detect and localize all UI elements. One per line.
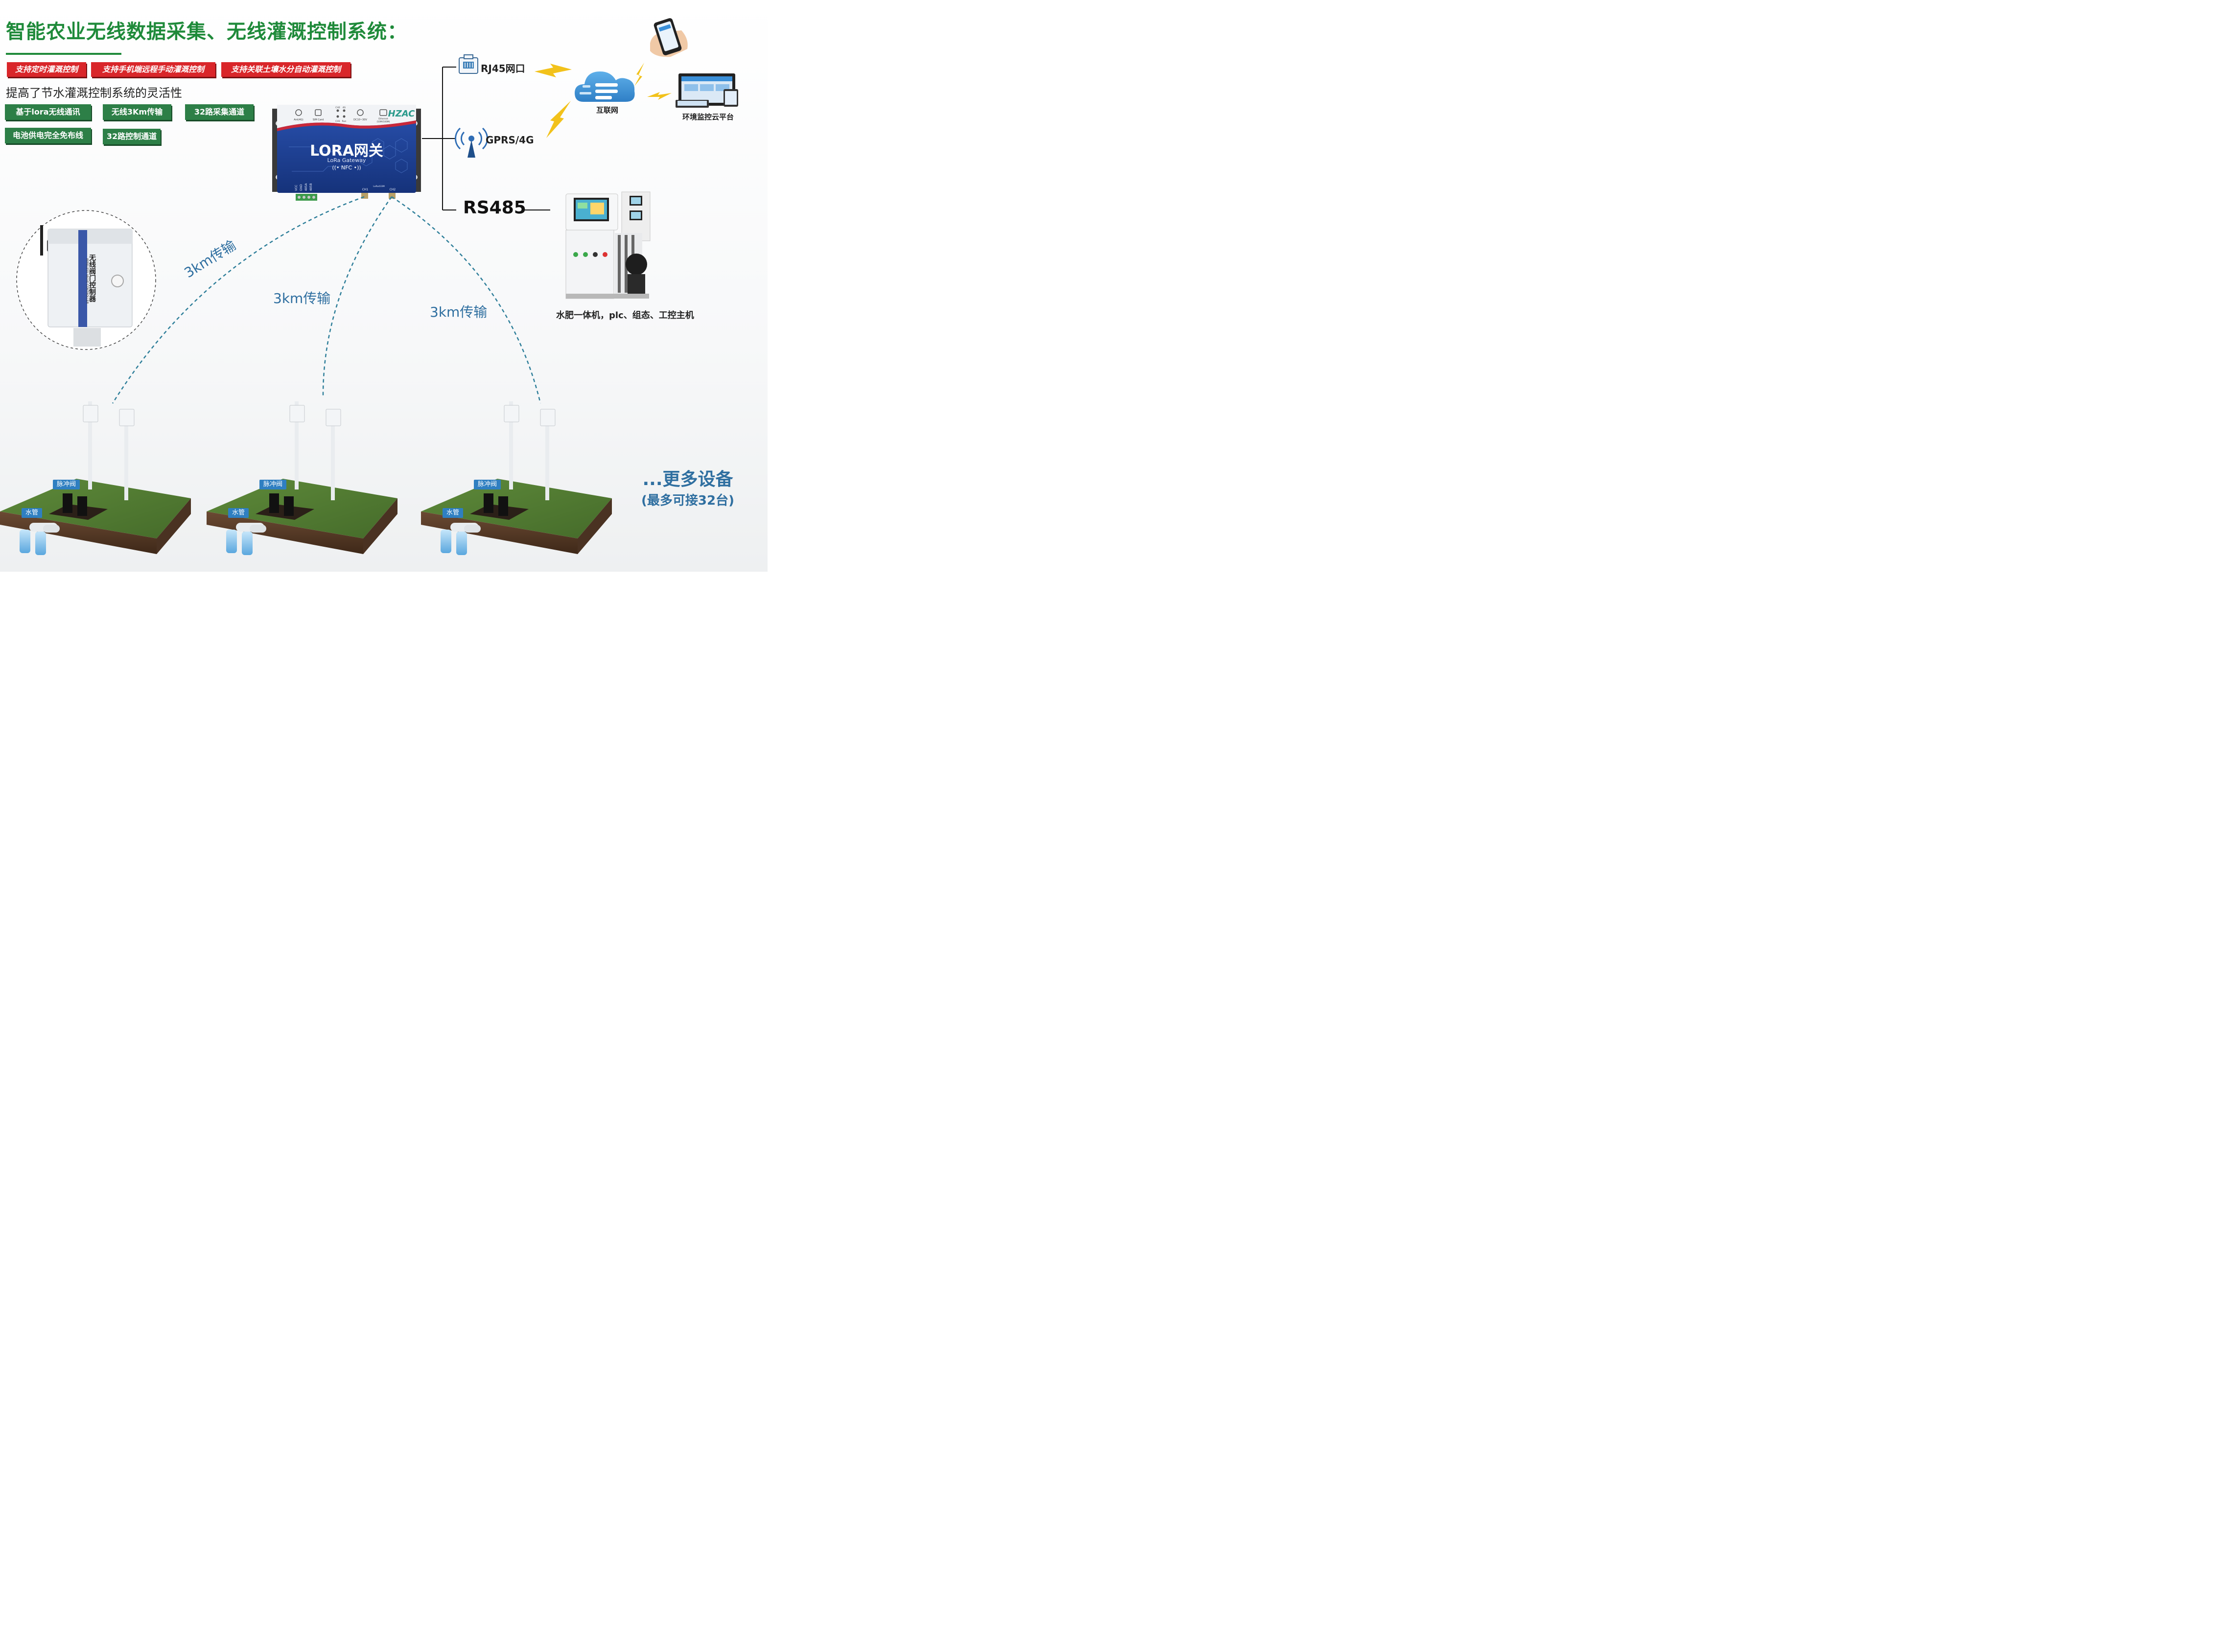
spec-tag-32-control: 32路控制通道 [103, 129, 161, 144]
wireless-links [112, 196, 541, 404]
pipe-tag: 水管 [228, 508, 249, 518]
gateway-subname: LoRa Gateway [327, 157, 366, 163]
lightning-icon [647, 92, 672, 100]
interface-bracket [422, 67, 550, 210]
gprs-label: GPRS/4G [486, 134, 534, 146]
field-block [421, 401, 612, 555]
port-label-lora433: LoRa433M [373, 185, 385, 188]
cloud-icon [575, 71, 635, 102]
feature-tag-timed: 支持定时灌溉控制 [7, 62, 86, 77]
gateway-nfc: ((• NFC •)) [332, 164, 361, 171]
port-label-4g: 4G [343, 106, 346, 109]
field-block [0, 401, 191, 555]
port-label-ethernet-speed: (10M/100M) [376, 120, 390, 123]
lora-link-left [112, 196, 365, 404]
fertigation-machine [565, 191, 651, 299]
port-label-ch2: CH2 [335, 106, 340, 109]
port-label-gnd: GND [300, 184, 303, 191]
antenna-icon [455, 127, 488, 158]
subtitle: 提高了节水灌溉控制系统的灵活性 [6, 86, 182, 100]
port-label-ethernet: Ethernet [378, 117, 388, 120]
valve-controller-detail: 无线阀门控制器 WIRELESS VALVE CONTROLLER [16, 210, 156, 350]
internet-label: 互联网 [596, 106, 619, 115]
lora-link-right [391, 196, 541, 404]
page-title: 智能农业无线数据采集、无线灌溉控制系统： [6, 21, 407, 43]
valve-controller-en-label: WIRELESS VALVE CONTROLLER [86, 258, 89, 303]
lightning-icon [546, 101, 571, 138]
lora-gateway-device: Ant(4G) SIM Card CH2 4G CH1 Run DC10~30V… [272, 105, 421, 201]
more-devices-note: (最多可接32台) [641, 493, 734, 508]
port-label-lora-ch2: CH2 [390, 188, 396, 191]
spec-tag-3km: 无线3Km传输 [103, 104, 171, 120]
more-devices-title: ...更多设备 [642, 469, 733, 489]
lightning-icon [634, 63, 644, 86]
pipe-tag: 水管 [443, 508, 464, 518]
port-label-lora-ch1: CH1 [362, 188, 369, 191]
rs485-label: RS485 [463, 198, 526, 218]
port-label-485b: 485B [309, 183, 313, 191]
link-distance-middle: 3km传输 [273, 290, 331, 306]
port-label-power: DC10~30V [353, 118, 367, 121]
smartphone-icon [650, 18, 688, 57]
valve-tag: 脉冲阀 [53, 480, 80, 489]
monitor-platform-icon [676, 73, 738, 108]
port-label-vcc: VCC [295, 185, 298, 191]
gateway-name: LORA网关 [310, 142, 383, 160]
wireless-bolts [535, 63, 672, 138]
host-machine-label: 水肥一体机，plc、组态、工控主机 [556, 310, 694, 321]
port-label-ch1: CH1 [335, 120, 340, 123]
port-label-ant: Ant(4G) [294, 118, 304, 121]
spec-tag-battery: 电池供电完全免布线 [5, 128, 91, 143]
diagram-canvas: 智能农业无线数据采集、无线灌溉控制系统： 支持定时灌溉控制 支持手机端远程手动灌… [0, 0, 768, 572]
field-block [207, 401, 397, 555]
pipe-tag: 水管 [22, 508, 43, 518]
rj45-label: RJ45网口 [481, 63, 525, 74]
valve-controller-cn-label: 无线阀门控制器 [88, 254, 96, 302]
title-underline [6, 53, 121, 55]
feature-tag-soil: 支持关联土壤水分自动灌溉控制 [221, 62, 350, 77]
spec-tag-lora: 基于lora无线通讯 [5, 104, 91, 120]
rj45-port-icon [459, 54, 478, 74]
link-distance-right: 3km传输 [430, 304, 488, 320]
port-label-sim: SIM Card [313, 118, 324, 121]
lora-link-middle [322, 196, 393, 396]
port-label-485a: 485A [304, 183, 308, 191]
valve-tag: 脉冲阀 [259, 480, 287, 489]
diagram-drawing: Ant(4G) SIM Card CH2 4G CH1 Run DC10~30V… [0, 18, 738, 555]
spec-tag-32-collect: 32路采集通道 [185, 104, 254, 120]
port-label-run: Run [342, 120, 347, 123]
lightning-icon [535, 64, 572, 77]
valve-tag: 脉冲阀 [474, 480, 501, 489]
feature-tag-remote: 支持手机端远程手动灌溉控制 [91, 62, 215, 77]
gateway-brand: HZAC [388, 109, 415, 119]
cloud-platform-label: 环境监控云平台 [682, 113, 734, 121]
